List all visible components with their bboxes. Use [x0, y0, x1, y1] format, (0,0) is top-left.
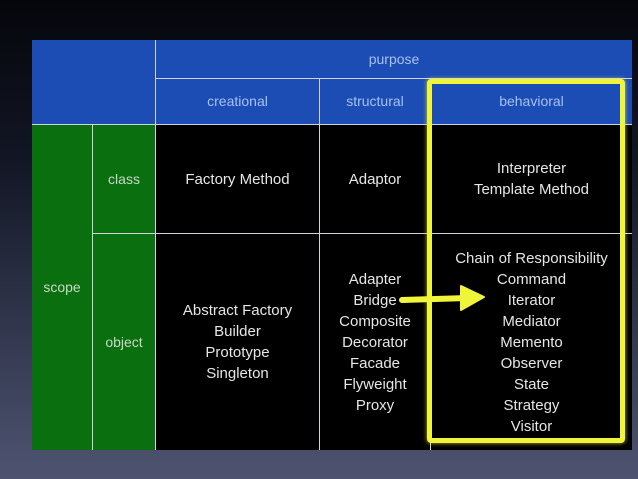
- pattern-name: Adapter: [348, 270, 402, 288]
- pattern-name: Bridge: [353, 291, 397, 309]
- class-structural-cell: Adaptor: [320, 125, 430, 233]
- object-header: object: [93, 234, 155, 450]
- pattern-name: Visitor: [510, 417, 553, 435]
- pattern-name: Adaptor: [348, 170, 402, 188]
- grid-line: [92, 125, 93, 450]
- pattern-name: State: [513, 375, 549, 393]
- grid-line: [156, 78, 632, 79]
- grid-line: [155, 40, 156, 450]
- pattern-name: Composite: [339, 312, 411, 330]
- pattern-name: Command: [496, 270, 567, 288]
- grid-line: [319, 79, 320, 450]
- grid-line: [93, 233, 632, 234]
- corner-cell: [32, 40, 155, 124]
- pattern-name: Facade: [349, 354, 401, 372]
- pattern-name: Observer: [500, 354, 563, 372]
- pattern-name: Singleton: [206, 365, 269, 382]
- behavioral-highlight-box: [427, 79, 625, 443]
- creational-header: creational: [156, 79, 319, 124]
- class-creational-cell: Factory Method: [156, 125, 319, 233]
- pattern-name: Flyweight: [343, 375, 407, 393]
- pattern-name: Abstract Factory: [182, 302, 293, 319]
- pattern-name: Iterator: [507, 291, 556, 309]
- pattern-name: Factory Method: [185, 170, 290, 188]
- pattern-name: Proxy: [355, 396, 395, 414]
- pattern-name: Builder: [214, 323, 261, 340]
- pattern-name: Mediator: [502, 312, 561, 330]
- pattern-name: Decorator: [342, 333, 408, 351]
- structural-header: structural: [320, 79, 430, 124]
- grid-line: [32, 124, 632, 125]
- pattern-name: Memento: [500, 333, 563, 351]
- class-header: class: [93, 125, 155, 233]
- behavioral-header: behavioral: [431, 79, 632, 124]
- pattern-name: Template Method: [473, 181, 590, 198]
- scope-header: scope: [32, 125, 92, 450]
- pattern-name: Prototype: [205, 344, 270, 361]
- pattern-name: Strategy: [503, 396, 560, 414]
- pattern-name: Chain of Responsibility: [455, 249, 608, 267]
- pattern-name: Interpreter: [496, 160, 567, 177]
- purpose-header: purpose: [156, 40, 632, 78]
